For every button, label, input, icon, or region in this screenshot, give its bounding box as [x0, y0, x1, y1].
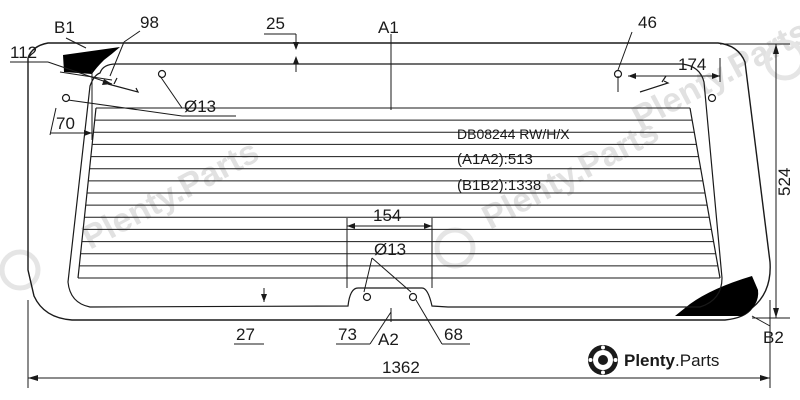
dim-27-label: 27 — [236, 325, 255, 344]
dim-98-label: 98 — [140, 13, 159, 32]
watermark-gear-icon — [764, 39, 800, 81]
height-a1a2: (A1A2):513 — [457, 151, 533, 168]
point-b1-label: B1 — [54, 18, 75, 37]
dimension-lines — [10, 30, 790, 388]
black-corner-top-left — [63, 47, 120, 74]
dim-73-label: 73 — [338, 325, 357, 344]
mount-hole — [408, 292, 418, 302]
dim-68-label: 68 — [444, 325, 463, 344]
watermark-text: Plenty.Parts — [76, 132, 265, 257]
dimension-arrows — [28, 42, 779, 381]
dim-hole-top-label: Ø13 — [184, 97, 216, 116]
watermark-gear-icon — [434, 227, 476, 269]
dim-46-label: 46 — [638, 13, 657, 32]
dim-1362-label: 1362 — [382, 358, 420, 377]
watermark-gear-icon — [0, 249, 41, 291]
brand-name-suffix: .Parts — [675, 351, 719, 370]
print-border — [67, 63, 723, 308]
connector-left-icon — [107, 77, 140, 93]
mount-hole — [157, 69, 167, 79]
mount-hole — [362, 292, 372, 302]
mount-hole — [707, 93, 717, 103]
dim-154-label: 154 — [373, 206, 401, 225]
glass-code: DB08244 RW/H/X — [457, 126, 570, 142]
dim-112-label: 112 — [10, 43, 37, 62]
brand-name: Plenty.Parts — [624, 351, 719, 370]
glass-outline — [27, 42, 771, 321]
dim-174-label: 174 — [678, 55, 706, 74]
dim-25-label: 25 — [266, 14, 285, 33]
dim-hole-bottom-label: Ø13 — [374, 240, 406, 259]
connector-right-icon — [639, 75, 670, 93]
mount-hole — [61, 93, 71, 103]
width-b1b2: (B1B2):1338 — [457, 177, 541, 194]
point-a1-label: A1 — [378, 18, 399, 37]
point-b2-label: B2 — [763, 328, 784, 347]
brand-name-bold: Plenty — [624, 351, 676, 370]
dim-70-label: 70 — [56, 114, 75, 133]
heater-bus-bar — [689, 107, 721, 279]
brand-logo[interactable]: Plenty.Parts — [588, 345, 719, 375]
dim-524-label: 524 — [775, 168, 794, 196]
heater-grid — [77, 107, 721, 279]
point-a2-label: A2 — [378, 330, 399, 349]
heater-bus-bar — [77, 107, 97, 279]
gear-disc-icon — [588, 345, 618, 375]
